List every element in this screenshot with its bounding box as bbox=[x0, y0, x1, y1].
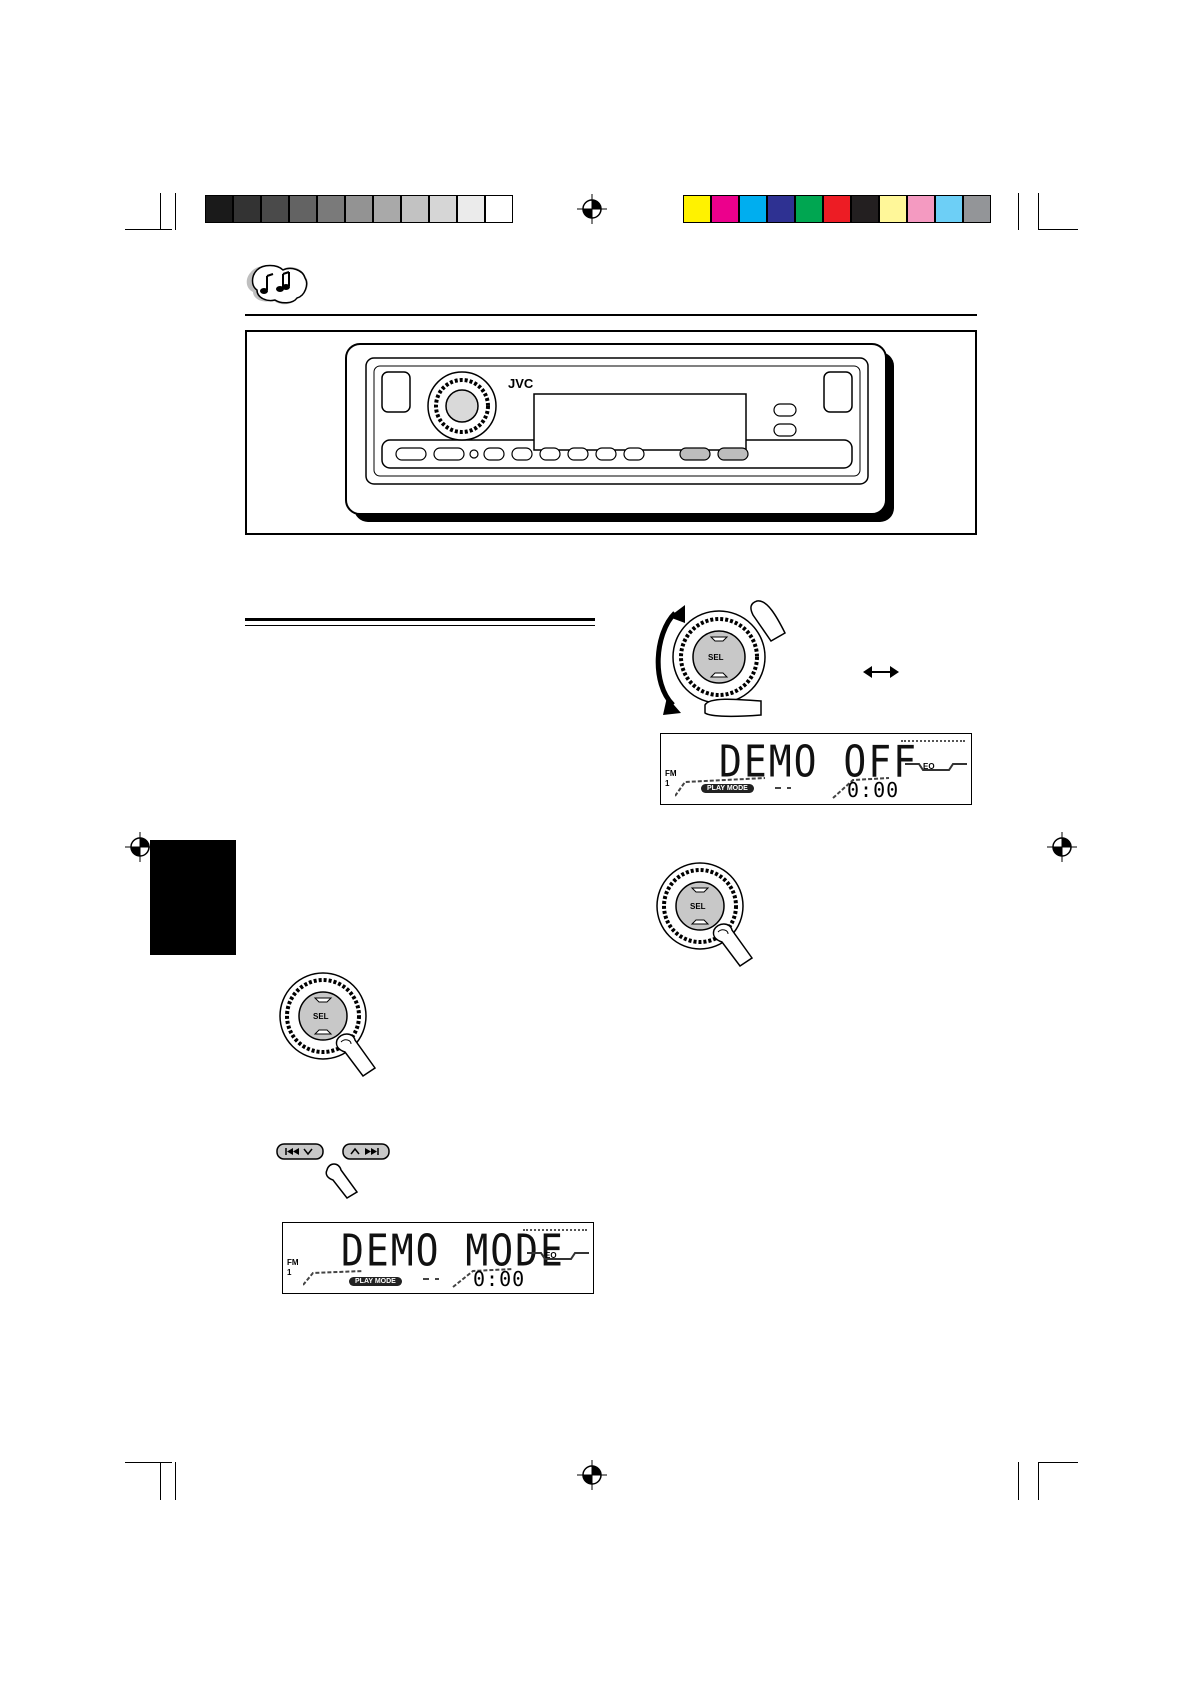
section-rule bbox=[245, 618, 595, 621]
lcd-digits: 0:00 bbox=[473, 1267, 526, 1291]
lcd-play-mode-label: PLAY MODE bbox=[349, 1277, 402, 1286]
color-swatch bbox=[879, 195, 907, 223]
gray-swatch bbox=[261, 195, 289, 223]
color-swatch bbox=[795, 195, 823, 223]
gray-swatch bbox=[345, 195, 373, 223]
prev-down-icon bbox=[285, 1148, 313, 1156]
gray-swatch bbox=[485, 195, 513, 223]
color-swatch bbox=[935, 195, 963, 223]
section-rule bbox=[245, 625, 595, 626]
color-swatch bbox=[767, 195, 795, 223]
lcd-band: FM bbox=[665, 769, 677, 778]
gray-swatch bbox=[233, 195, 261, 223]
registration-crosshair-icon bbox=[125, 832, 155, 862]
lcd-dot-field bbox=[523, 1229, 587, 1239]
lcd-main-text: DEMO MODE bbox=[341, 1225, 565, 1276]
lcd-play-mode-label: PLAY MODE bbox=[701, 784, 754, 793]
lcd-segment-bars bbox=[303, 1268, 514, 1288]
up-next-icon bbox=[350, 1147, 379, 1155]
color-swatch bbox=[683, 195, 711, 223]
lcd-digits: 0:00 bbox=[847, 778, 900, 802]
color-swatch bbox=[823, 195, 851, 223]
lcd-display-demo-off: DEMO OFF FM 1 PLAY MODE EQ 0:00 bbox=[660, 733, 972, 805]
color-swatch bbox=[739, 195, 767, 223]
gray-swatch bbox=[373, 195, 401, 223]
registration-crosshair-icon bbox=[1047, 832, 1077, 862]
lcd-dot-field bbox=[901, 740, 965, 750]
gray-swatch bbox=[205, 195, 233, 223]
color-swatch bbox=[851, 195, 879, 223]
gray-swatch bbox=[317, 195, 345, 223]
sel-knob-rotate-illustration: SEL bbox=[655, 600, 786, 718]
seek-buttons-illustration bbox=[276, 1143, 390, 1199]
header-rule bbox=[245, 314, 977, 316]
lcd-eq-label: EQ bbox=[923, 762, 935, 771]
car-stereo-faceplate: JVC bbox=[345, 343, 894, 522]
lcd-eq-label: EQ bbox=[545, 1251, 557, 1260]
gray-swatch bbox=[457, 195, 485, 223]
gray-swatch bbox=[401, 195, 429, 223]
color-swatch bbox=[907, 195, 935, 223]
jvc-logo: JVC bbox=[508, 376, 534, 391]
double-arrow-icon bbox=[863, 666, 899, 678]
lcd-display-demo-mode: DEMO MODE FM 1 PLAY MODE EQ 0:00 bbox=[282, 1222, 594, 1294]
lcd-band: FM bbox=[287, 1258, 299, 1267]
lcd-preset: 1 bbox=[665, 779, 670, 788]
lcd-eq-graphic bbox=[527, 1252, 589, 1260]
gray-swatch bbox=[289, 195, 317, 223]
faceplate-illustration-frame bbox=[245, 330, 977, 535]
registration-crosshair-icon bbox=[577, 194, 607, 224]
registration-crosshair-icon bbox=[577, 1460, 607, 1490]
color-swatch bbox=[711, 195, 739, 223]
sel-knob-press-illustration: SEL bbox=[279, 972, 377, 1078]
color-swatch bbox=[963, 195, 991, 223]
language-tab bbox=[150, 840, 236, 955]
sel-label: SEL bbox=[313, 1012, 329, 1021]
music-notes-icon bbox=[246, 264, 308, 305]
gray-swatch bbox=[429, 195, 457, 223]
lcd-preset: 1 bbox=[287, 1268, 292, 1277]
sel-label: SEL bbox=[708, 653, 724, 662]
sel-label: SEL bbox=[690, 902, 706, 911]
lcd-eq-graphic bbox=[905, 763, 967, 771]
sel-knob-press-illustration: SEL bbox=[656, 862, 754, 968]
lcd-segment-bars bbox=[675, 777, 890, 799]
